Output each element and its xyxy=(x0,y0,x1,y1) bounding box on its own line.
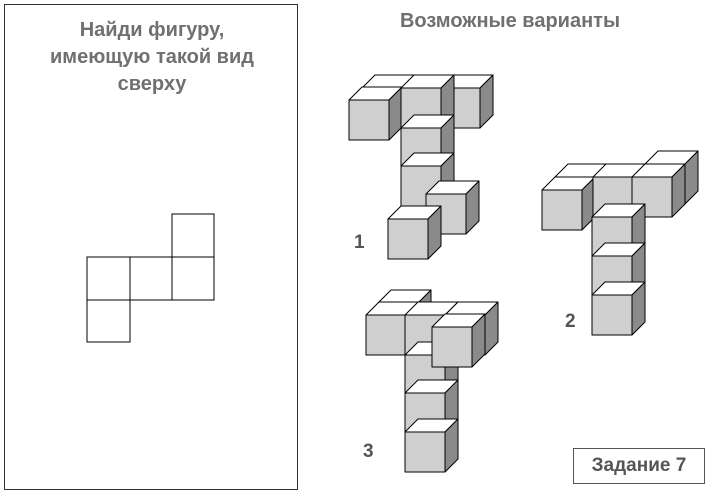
question-title-line-1: Найди фигуру, xyxy=(79,19,225,41)
question-panel: Найди фигуру, имеющую такой вид сверху xyxy=(4,4,298,490)
cube-face xyxy=(431,326,473,368)
cube-face xyxy=(541,189,583,231)
task-number-badge: Задание 7 xyxy=(573,448,705,484)
top-view-square xyxy=(129,256,173,301)
option-2-figure xyxy=(541,150,699,336)
option-3-figure xyxy=(365,289,499,473)
top-view-figure xyxy=(86,213,215,343)
top-view-square xyxy=(171,256,215,301)
option-2-label: 2 xyxy=(565,311,576,332)
question-title-line-3: сверху xyxy=(117,73,187,95)
option-3-label: 3 xyxy=(363,441,374,462)
cube-face xyxy=(404,431,446,473)
top-view-square xyxy=(171,213,215,258)
cube-face xyxy=(348,99,390,141)
question-title: Найди фигуру, имеющую такой вид сверху xyxy=(15,17,289,98)
option-1-label: 1 xyxy=(354,232,365,253)
cube-face xyxy=(365,314,407,356)
question-title-line-2: имеющую такой вид xyxy=(50,46,254,68)
options-title: Возможные варианты xyxy=(399,10,621,32)
option-1-figure xyxy=(348,74,494,260)
cube-face xyxy=(591,294,633,336)
cube-face xyxy=(387,218,429,260)
top-view-square xyxy=(86,256,131,301)
top-view-square xyxy=(86,299,131,343)
